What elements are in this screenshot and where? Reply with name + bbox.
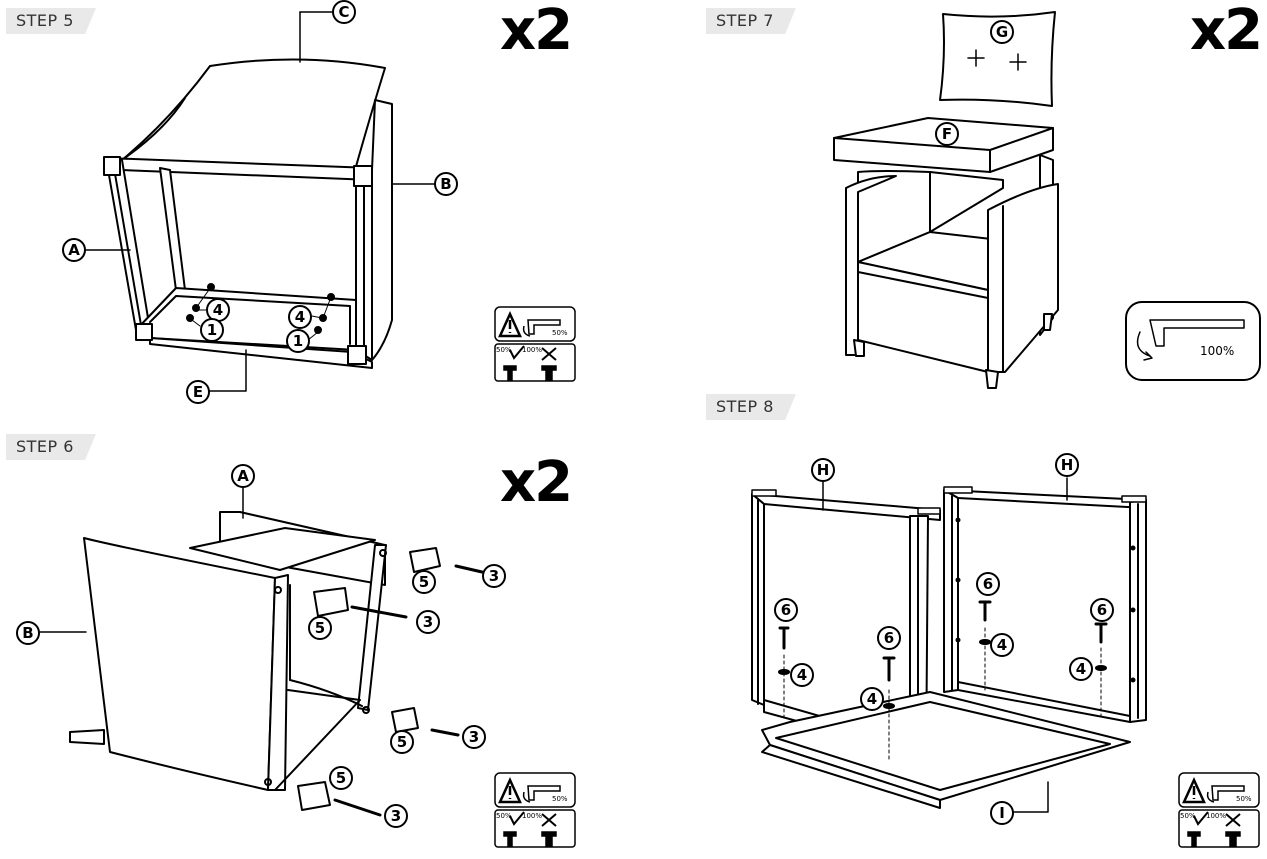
part-c-callout: C bbox=[332, 0, 356, 24]
torque-ok-label: 50% bbox=[1180, 812, 1196, 820]
allen-key-icon bbox=[527, 319, 561, 335]
torque-warning-box-step-5: 50% 50% 100% bbox=[494, 306, 576, 382]
step-7-label: STEP 7 bbox=[706, 8, 796, 34]
step-8-label: STEP 8 bbox=[706, 394, 796, 420]
pin-callout: 6 bbox=[877, 626, 901, 650]
foot-callout: 5 bbox=[329, 766, 353, 790]
step-5-label: STEP 5 bbox=[6, 8, 96, 34]
part-a-callout: A bbox=[231, 464, 255, 488]
torque-50-label: 50% bbox=[1236, 795, 1252, 803]
part-g-callout: G bbox=[990, 20, 1014, 44]
part-e-callout: E bbox=[186, 380, 210, 404]
torque-warning-box-step-6: 50% 50% 100% bbox=[494, 772, 576, 848]
torque-no-label: 100% bbox=[522, 812, 543, 820]
step-6-label: STEP 6 bbox=[6, 434, 96, 460]
step-7-quantity: x2 bbox=[1190, 0, 1263, 63]
tighten-ok-icon bbox=[1187, 831, 1201, 847]
bolt-callout: 3 bbox=[416, 610, 440, 634]
tighten-no-icon bbox=[541, 365, 557, 381]
tighten-no-icon bbox=[1225, 831, 1241, 847]
part-a-callout: A bbox=[62, 238, 86, 262]
torque-50-label: 50% bbox=[552, 795, 568, 803]
foot-callout: 5 bbox=[308, 616, 332, 640]
pin-callout: 6 bbox=[1090, 598, 1114, 622]
part-b-callout: B bbox=[434, 172, 458, 196]
bolt-callout: 3 bbox=[482, 564, 506, 588]
part-i-callout: I bbox=[990, 801, 1014, 825]
screw-callout: 1 bbox=[200, 318, 224, 342]
part-b-callout: B bbox=[16, 621, 40, 645]
part-h-callout: H bbox=[811, 458, 835, 482]
torque-ok-label: 50% bbox=[496, 812, 512, 820]
allen-key-icon bbox=[527, 785, 561, 801]
tighten-ok-icon bbox=[503, 365, 517, 381]
foot-callout: 5 bbox=[390, 730, 414, 754]
torque-warning-box-step-8: 50% 50% 100% bbox=[1178, 772, 1260, 848]
part-f-callout: F bbox=[935, 122, 959, 146]
tighten-ok-icon bbox=[503, 831, 517, 847]
torque-no-label: 100% bbox=[1206, 812, 1227, 820]
washer-callout: 4 bbox=[1069, 657, 1093, 681]
washer-callout: 4 bbox=[790, 663, 814, 687]
tighten-no-icon bbox=[541, 831, 557, 847]
step-8-drawing bbox=[751, 477, 1147, 813]
bolt-callout: 3 bbox=[462, 725, 486, 749]
washer-callout: 4 bbox=[288, 305, 312, 329]
torque-no-label: 100% bbox=[522, 346, 543, 354]
tool-torque-label: 100% bbox=[1200, 344, 1235, 358]
pin-callout: 6 bbox=[774, 598, 798, 622]
step-5-drawing bbox=[84, 11, 435, 392]
step-6-quantity: x2 bbox=[500, 450, 573, 515]
step-6-drawing bbox=[37, 487, 484, 817]
torque-ok-label: 50% bbox=[496, 346, 512, 354]
pin-callout: 6 bbox=[976, 572, 1000, 596]
step-5-quantity: x2 bbox=[500, 0, 573, 63]
washer-callout: 4 bbox=[860, 687, 884, 711]
washer-callout: 4 bbox=[990, 633, 1014, 657]
step-7-drawing bbox=[833, 11, 1261, 389]
torque-50-label: 50% bbox=[552, 329, 568, 337]
allen-key-icon bbox=[1211, 785, 1245, 801]
screw-callout: 1 bbox=[286, 329, 310, 353]
part-h-callout: H bbox=[1055, 453, 1079, 477]
foot-callout: 5 bbox=[412, 570, 436, 594]
bolt-callout: 3 bbox=[384, 804, 408, 828]
